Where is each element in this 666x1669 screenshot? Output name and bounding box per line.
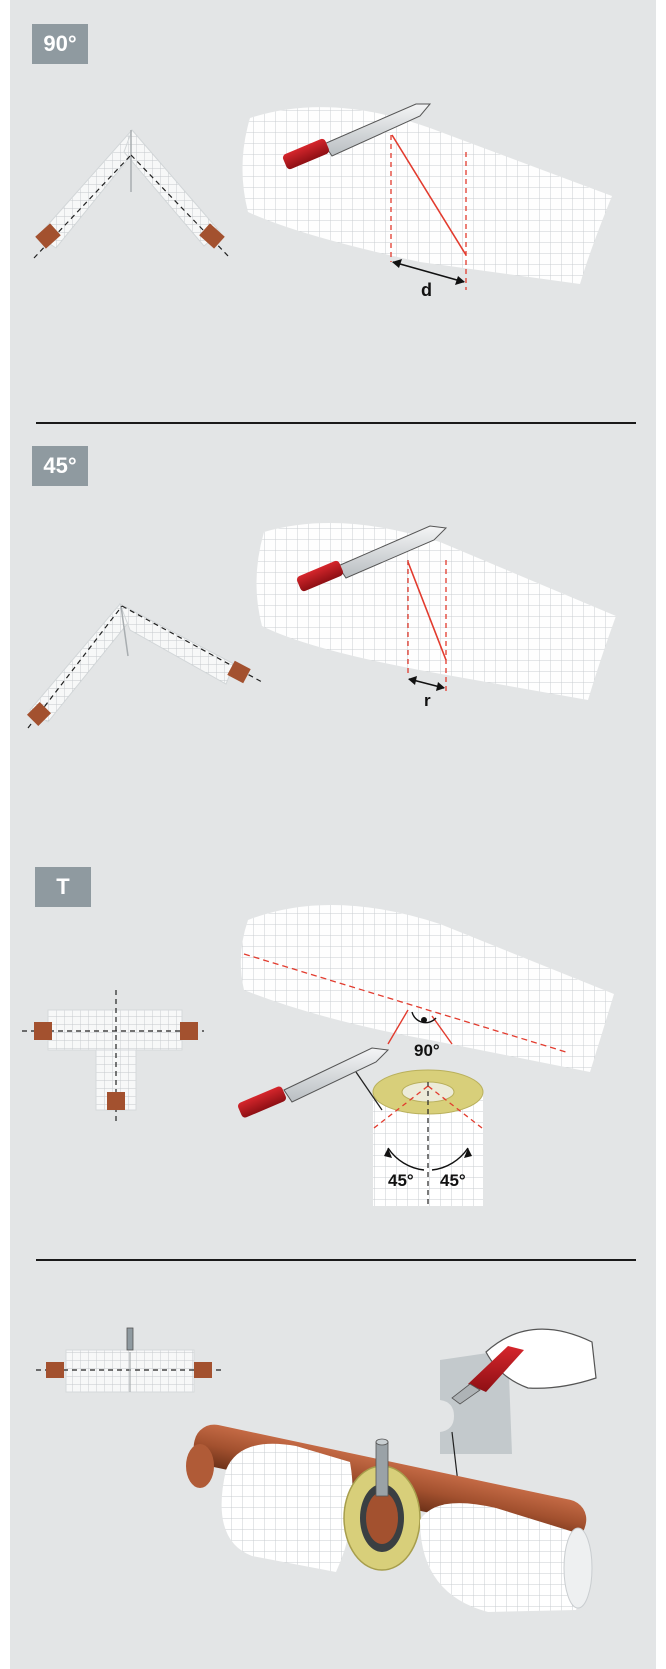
t-joint-diagram xyxy=(22,990,204,1122)
pipe-with-clamp xyxy=(186,1424,593,1612)
elbow-90-diagram xyxy=(33,129,231,259)
knife-icon xyxy=(238,1047,390,1118)
pipe-section-cut-90 xyxy=(242,107,612,290)
section-tag-t: T xyxy=(35,867,91,907)
straight-joint-diagram xyxy=(36,1327,222,1393)
angle-label-45-left: 45° xyxy=(388,1171,414,1190)
section-tag-45: 45° xyxy=(32,446,88,486)
knife-icon xyxy=(282,103,432,170)
pipe-section-cut-45 xyxy=(256,523,616,700)
dimension-label-r: r xyxy=(424,691,431,710)
section-divider-1 xyxy=(36,422,636,424)
section-divider-2 xyxy=(36,1259,636,1261)
angle-label-90: 90° xyxy=(414,1041,440,1060)
hand-with-knife-icon xyxy=(440,1328,597,1501)
insulation-shell xyxy=(372,1069,484,1206)
dimension-label-d: d xyxy=(421,280,432,300)
angle-label-45-right: 45° xyxy=(440,1171,466,1190)
leader-line xyxy=(355,1071,383,1111)
knife-icon xyxy=(296,525,448,592)
elbow-45-diagram xyxy=(26,602,263,729)
section-tag-90: 90° xyxy=(32,24,88,64)
pipe-t-cut xyxy=(240,904,615,1072)
